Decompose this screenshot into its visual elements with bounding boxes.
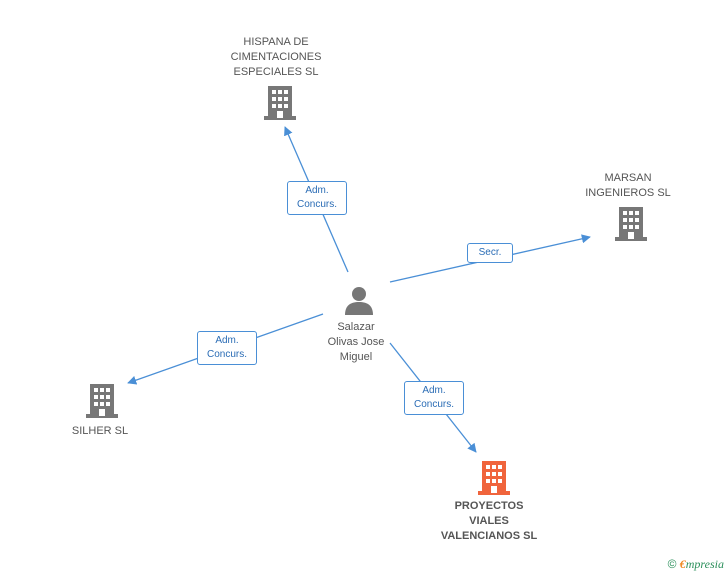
silher-label-line: SILHER SL (71, 425, 129, 437)
marsan-label-line: MARSAN (604, 172, 652, 184)
marsan-label: MARSAN INGENIEROS SL (578, 171, 678, 201)
person-node[interactable] (344, 285, 374, 320)
building-icon (264, 86, 296, 120)
edge-label-line: Adm. (422, 385, 446, 396)
edge-label-line: Concurs. (413, 399, 454, 410)
proyectos-label-line: PROYECTOS (454, 500, 524, 512)
silher-node[interactable] (86, 384, 118, 423)
person-icon (345, 287, 373, 315)
brand-name: €mpresia (680, 557, 724, 571)
hispana-label: HISPANA DE CIMENTACIONES ESPECIALES SL (226, 35, 326, 80)
hispana-label-line: CIMENTACIONES (230, 51, 322, 63)
empresia-logo: © €mpresia (668, 557, 724, 572)
person-label-line: Salazar (337, 321, 375, 333)
edge-label-line: Concurs. (296, 199, 337, 210)
proyectos-label-line: VALENCIANOS SL (440, 530, 538, 542)
hispana-node[interactable] (264, 86, 296, 125)
proyectos-label-line: VIALES (469, 515, 509, 527)
brand-rest: mpresia (685, 557, 724, 571)
marsan-node[interactable] (615, 207, 647, 246)
hispana-label-line: HISPANA DE (243, 36, 309, 48)
person-label: Salazar Olivas Jose Miguel (306, 320, 406, 365)
building-icon (615, 207, 647, 241)
silher-label: SILHER SL (50, 424, 150, 439)
building-icon (86, 384, 118, 418)
edge-label-marsan[interactable]: Secr. (467, 243, 513, 263)
edge-label-proyectos[interactable]: Adm. Concurs. (404, 381, 464, 415)
proyectos-node[interactable] (478, 461, 510, 500)
copyright-symbol: © (667, 557, 677, 571)
edge-label-line: Concurs. (206, 349, 247, 360)
edge-label-line: Secr. (478, 247, 502, 258)
edge-label-silher[interactable]: Adm. Concurs. (197, 331, 257, 365)
brand-e: € (679, 557, 686, 571)
marsan-label-line: INGENIEROS SL (585, 187, 671, 199)
edge-label-line: Adm. (305, 185, 329, 196)
building-icon (478, 461, 510, 495)
hispana-label-line: ESPECIALES SL (233, 66, 319, 78)
edge-label-hispana[interactable]: Adm. Concurs. (287, 181, 347, 215)
edge-label-line: Adm. (215, 335, 239, 346)
person-label-line: Miguel (339, 351, 373, 363)
person-label-line: Olivas Jose (327, 336, 385, 348)
proyectos-label: PROYECTOS VIALES VALENCIANOS SL (429, 499, 549, 544)
